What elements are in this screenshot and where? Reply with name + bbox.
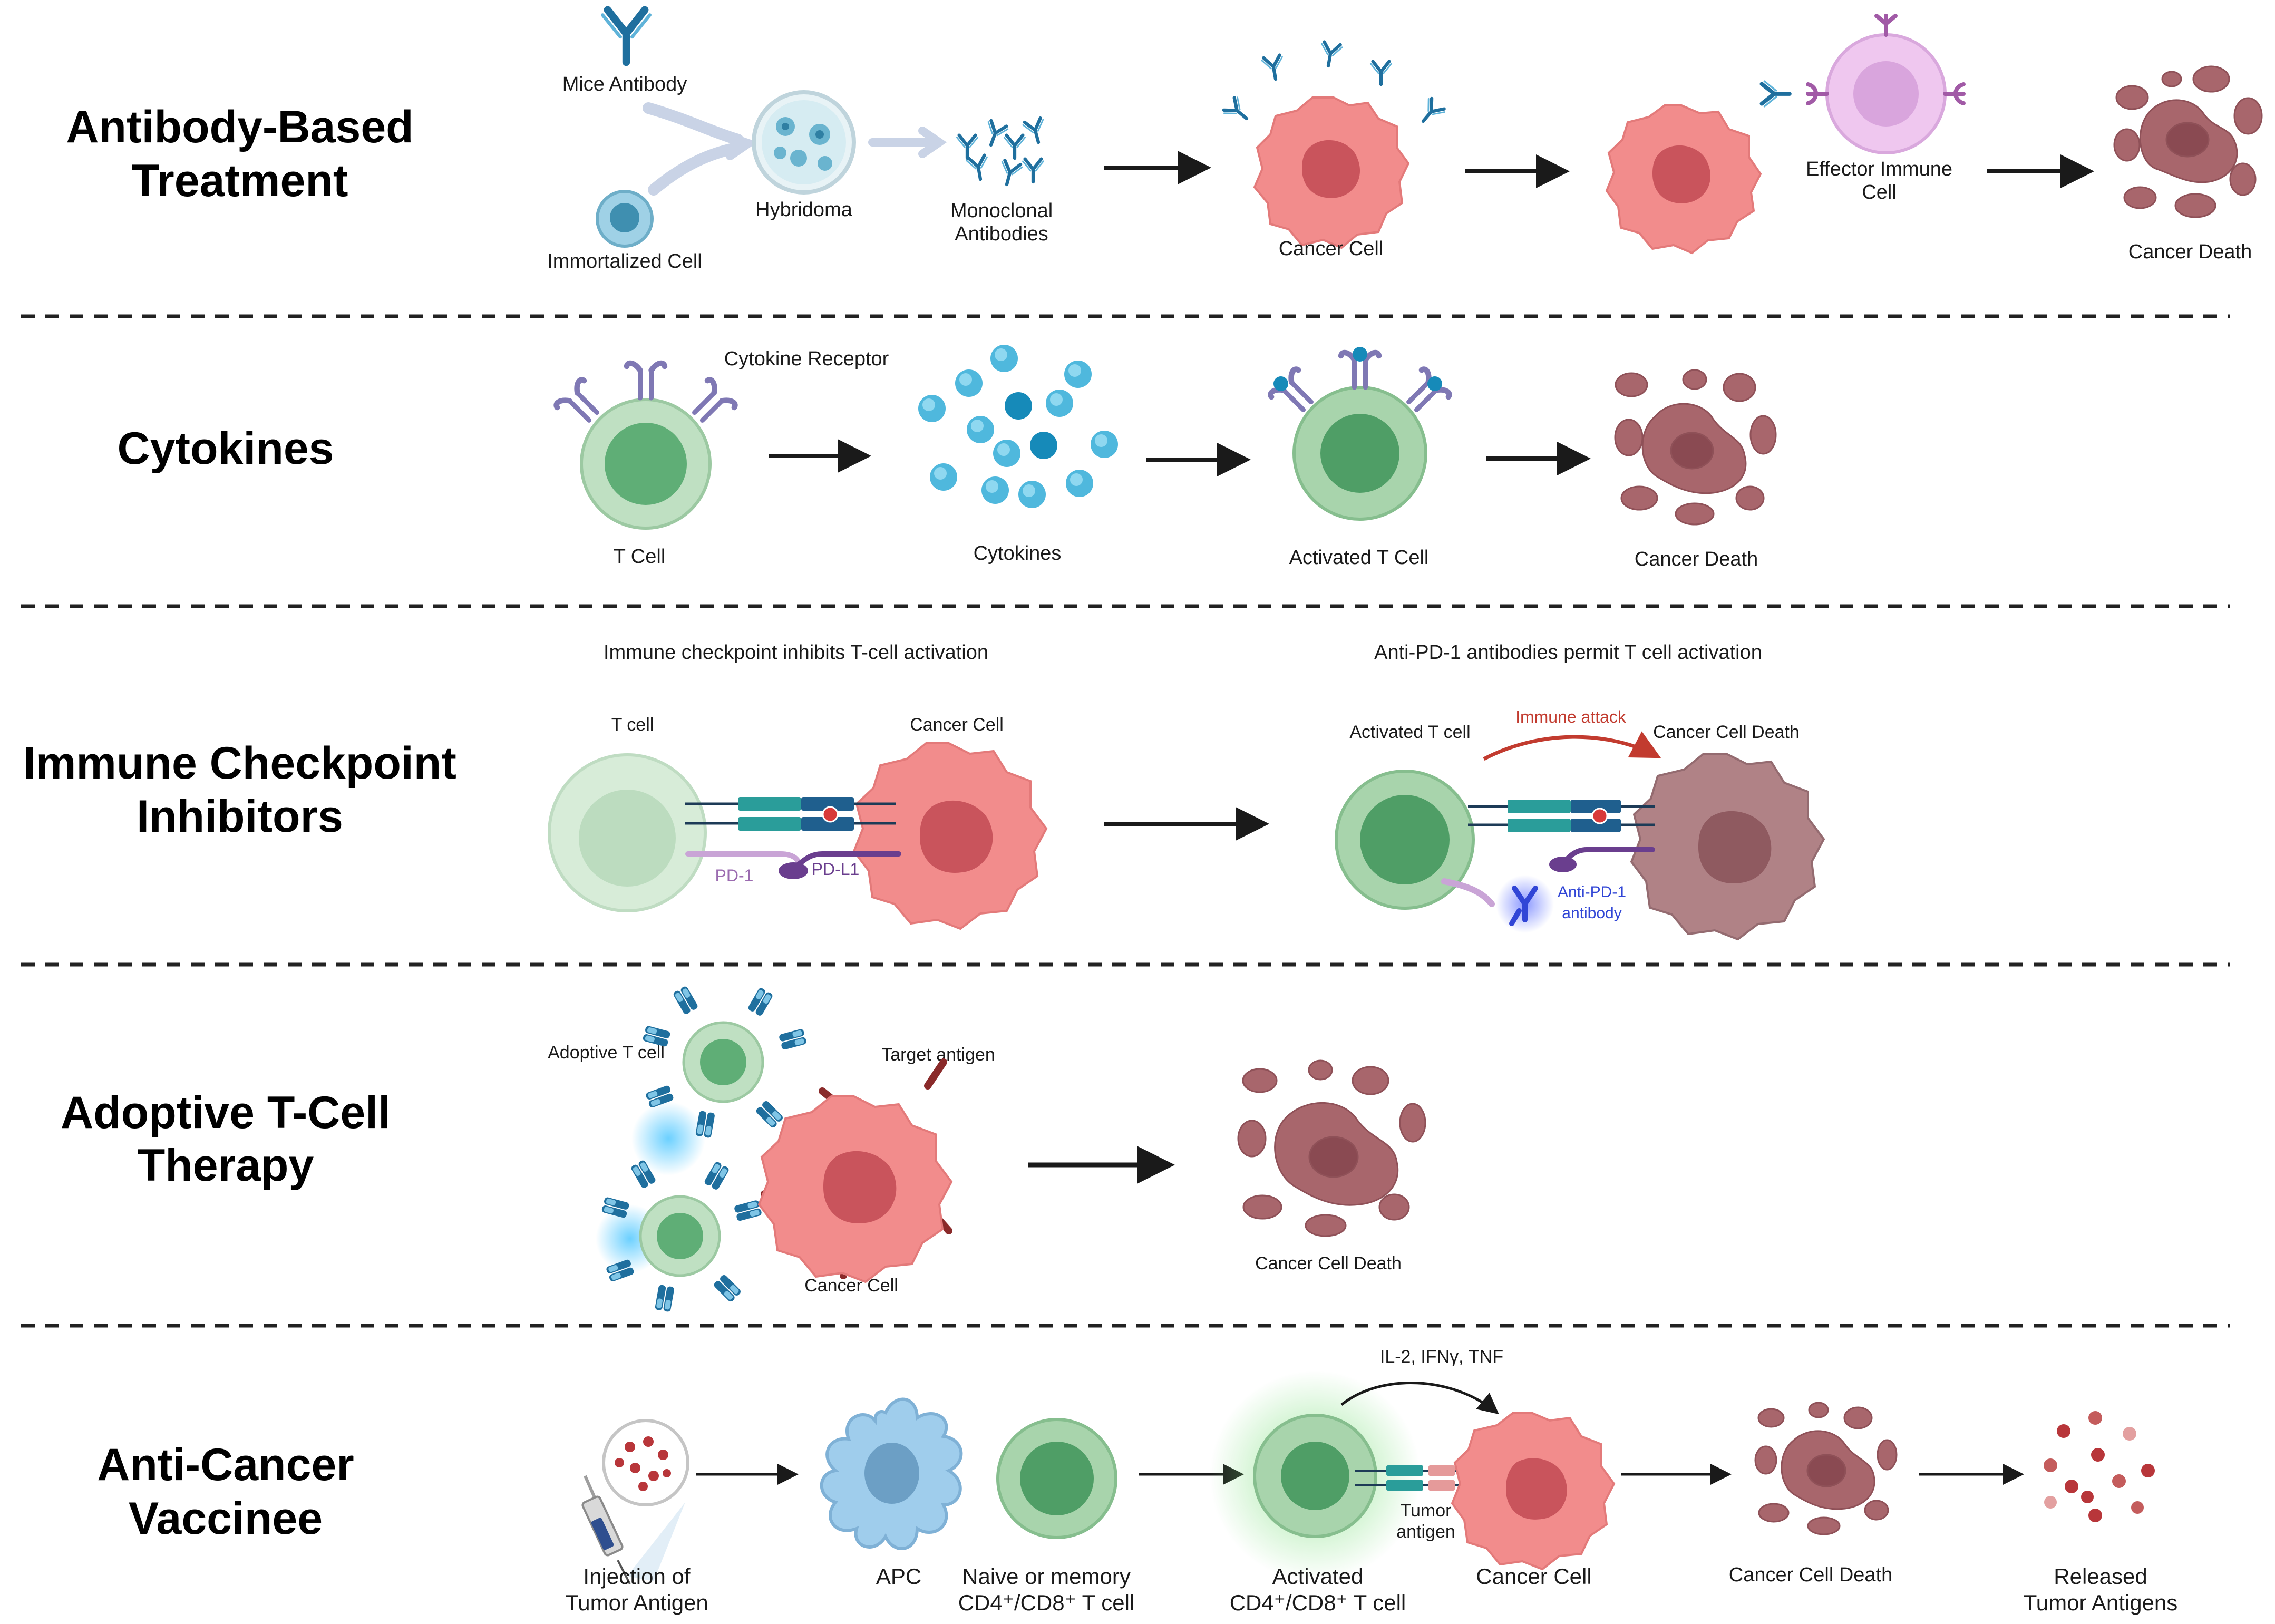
cancer-cell-death-label: Cancer Cell Death [1255,1253,1402,1273]
dead-cancer-cell-icon [1237,1059,1426,1237]
section-adoptive-t-cell-therapy: Adoptive T-Cell Therapy Adoptive T cell … [61,985,1426,1312]
cancer-cell-icon [1605,104,1762,255]
t-cell-icon [548,753,707,912]
cancer-cell-death-label: Cancer Cell Death [1653,722,1800,742]
cytokine-list-label: IL-2, IFNγ, TNF [1380,1347,1503,1367]
target-antigen-label: Target antigen [881,1045,995,1065]
apc-label: APC [876,1564,921,1589]
cancer-death-label: Cancer Death [2128,241,2252,263]
tcr-mhc-complex-icon [685,797,896,831]
effector-immune-cell-icon [1762,14,1966,154]
cancer-cell-icon [1253,96,1410,249]
activated-t-cell-label: Activated [1272,1564,1364,1589]
apc-icon [820,1397,963,1550]
cancer-cell-death-label: Cancer Cell Death [1729,1564,1892,1586]
naive-t-cell-label: CD4⁺/CD8⁺ T cell [958,1590,1135,1615]
syringe-icon [581,1419,689,1584]
t-cell-label: T Cell [614,546,666,568]
released-antigens-label: Released [2054,1564,2147,1589]
section-title: Immune Checkpoint [23,738,456,789]
anti-pd1-antibody-label: antibody [1562,905,1621,922]
activated-t-cell-icon [1335,770,1475,910]
tumor-antigen-label: Tumor [1401,1501,1452,1521]
fusion-arrows [643,102,758,196]
cytokines-label: Cytokines [974,542,1062,565]
pdl1-label: PD-L1 [812,860,860,879]
section-title: Cytokines [117,423,334,474]
tumor-antigen-label: antigen [1396,1522,1455,1542]
immortalized-cell-label: Immortalized Cell [547,250,702,273]
t-cell-label: T cell [611,715,654,735]
caption-right: Anti-PD-1 antibodies permit T cell activ… [1374,641,1762,664]
tcr-mhc-complex-icon [1468,800,1655,832]
monoclonal-antibodies-label: Monoclonal [950,200,1053,222]
dead-cancer-cell-icon [1614,369,1777,526]
immune-attack-arrow [1483,731,1661,761]
naive-t-cell-icon [996,1418,1117,1539]
anti-pd1-antibody-label: Anti-PD-1 [1558,883,1626,901]
cytokine-release-arrow [1340,1381,1499,1415]
released-antigens-label: Tumor Antigens [2024,1590,2178,1615]
t-cell-icon [555,363,736,530]
dead-cancer-cell-icon [2113,65,2263,218]
cancer-cell-icon [852,742,1048,930]
cancer-cell-label: Cancer Cell [1476,1564,1591,1589]
section-immune-checkpoint-inhibitors: Immune Checkpoint Inhibitors Immune chec… [23,641,1825,941]
section-title: Vaccinee [129,1493,323,1544]
section-title: Antibody-Based [66,102,413,152]
cytokines-icon [918,345,1118,508]
section-anti-cancer-vaccine: Anti-Cancer Vaccinee Injection of Tumor … [97,1347,2177,1615]
cancer-cell-label: Cancer Cell [804,1276,898,1296]
monoclonal-antibodies-icon [957,118,1048,187]
anti-pd1-antibody-icon [1496,875,1554,933]
effector-immune-cell-label: Effector Immune [1806,158,1952,180]
section-title: Therapy [138,1140,314,1191]
mice-antibody-label: Mice Antibody [562,73,687,95]
cancer-cell-label: Cancer Cell [910,715,1004,735]
activated-t-cell-label: Activated T cell [1349,722,1470,742]
immune-attack-label: Immune attack [1515,707,1627,726]
section-title: Inhibitors [137,791,343,842]
section-cytokines: Cytokines Cytokine Receptor T Cell [117,345,1777,570]
caption-left: Immune checkpoint inhibits T-cell activa… [604,641,988,664]
dead-cancer-cell-icon [1754,1402,1898,1535]
pd1-pdl1-binding-icon [685,851,901,879]
activated-t-cell-label: CD4⁺/CD8⁺ T cell [1230,1590,1406,1615]
arrow-light [868,127,947,158]
pd1-pdl1-blocked-icon [1441,847,1655,907]
activated-t-cell-icon [1269,347,1451,521]
adoptive-t-cell-icon [601,1159,763,1312]
monoclonal-antibodies-label: Antibodies [955,223,1048,245]
adoptive-t-cell-label: Adoptive T cell [548,1043,665,1063]
activated-t-cell-label: Activated T Cell [1289,547,1429,569]
section-title: Treatment [131,155,348,206]
pd1-label: PD-1 [715,866,754,885]
activated-t-cell-icon [1253,1414,1377,1538]
effector-immune-cell-label: Cell [1862,181,1896,203]
cancer-cell-label: Cancer Cell [1279,238,1384,260]
cancer-cell-icon [757,1058,953,1283]
cancer-death-label: Cancer Death [1635,548,1758,570]
hybridoma-label: Hybridoma [755,199,853,221]
section-dividers [21,314,2230,1328]
injection-label: Injection of [583,1564,690,1589]
immortalized-cell-icon [596,190,654,248]
mice-antibody-icon [602,10,650,62]
naive-t-cell-label: Naive or memory [962,1564,1131,1589]
adoptive-t-cell-icon [642,985,808,1139]
dying-cancer-cell-icon [1630,753,1825,941]
released-antigens-icon [2044,1411,2155,1522]
activation-glow [631,1102,705,1175]
hybridoma-dish-icon [752,90,856,195]
cytokine-receptor-label: Cytokine Receptor [724,348,889,370]
section-title: Anti-Cancer [97,1440,354,1490]
section-title: Adoptive T-Cell [61,1087,391,1138]
section-antibody-based-treatment: Antibody-Based Treatment Mice Antibody I… [66,10,2263,273]
cancer-cell-icon [1451,1412,1616,1571]
injection-label: Tumor Antigen [565,1590,708,1615]
